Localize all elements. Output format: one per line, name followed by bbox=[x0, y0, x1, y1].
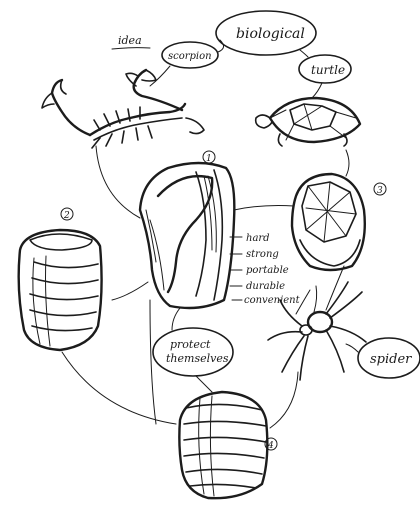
idea-underline bbox=[112, 48, 150, 49]
shell-sketch-4 bbox=[179, 392, 267, 498]
turtle-label: turtle bbox=[311, 63, 345, 77]
trait-2: strong bbox=[246, 249, 279, 260]
shell-sketch-2 bbox=[19, 230, 102, 350]
shell-sketch-1 bbox=[140, 163, 234, 308]
protect-label-line1: protect bbox=[170, 338, 211, 351]
flow-turtle-to-shell3 bbox=[346, 150, 349, 176]
scorpion-label: scorpion bbox=[168, 51, 212, 62]
trait-3: portable bbox=[246, 265, 289, 276]
number-label-3: 3 bbox=[377, 186, 383, 196]
trait-5: convenient bbox=[244, 295, 301, 306]
biological-label: biological bbox=[236, 26, 305, 42]
flow-shell1-to-protect bbox=[172, 308, 180, 330]
trait-4: durable bbox=[246, 281, 285, 292]
number-label-1: 1 bbox=[206, 154, 212, 164]
number-label-2: 2 bbox=[63, 211, 70, 221]
flow-spider-to-shell4 bbox=[270, 372, 298, 428]
trait-list: hard strong portable durable convenient bbox=[230, 233, 301, 306]
turtle-sketch bbox=[256, 98, 360, 146]
flow-shell1-to-shell3 bbox=[234, 206, 294, 211]
flow-shell1-to-shell2 bbox=[112, 282, 148, 300]
flow-shell2-to-shell4 bbox=[62, 352, 176, 424]
spider-label: spider bbox=[370, 352, 412, 367]
connector-biological-turtle bbox=[300, 50, 308, 57]
shell-sketch-3 bbox=[292, 174, 365, 270]
flow-shell1-to-shell4 bbox=[150, 300, 156, 424]
flow-shell3-to-spider bbox=[326, 266, 344, 310]
trait-1: hard bbox=[246, 233, 270, 244]
idea-title: idea bbox=[118, 34, 142, 47]
number-label-4: 4 bbox=[267, 441, 274, 451]
connector-spider bbox=[346, 344, 358, 352]
scorpion-sketch bbox=[42, 70, 204, 148]
flow-scorpion-to-shell1 bbox=[96, 146, 140, 218]
protect-label-line2: themselves bbox=[166, 352, 229, 365]
connector-turtle-drawing bbox=[312, 83, 322, 98]
flow-protect-to-shell4 bbox=[196, 376, 212, 392]
